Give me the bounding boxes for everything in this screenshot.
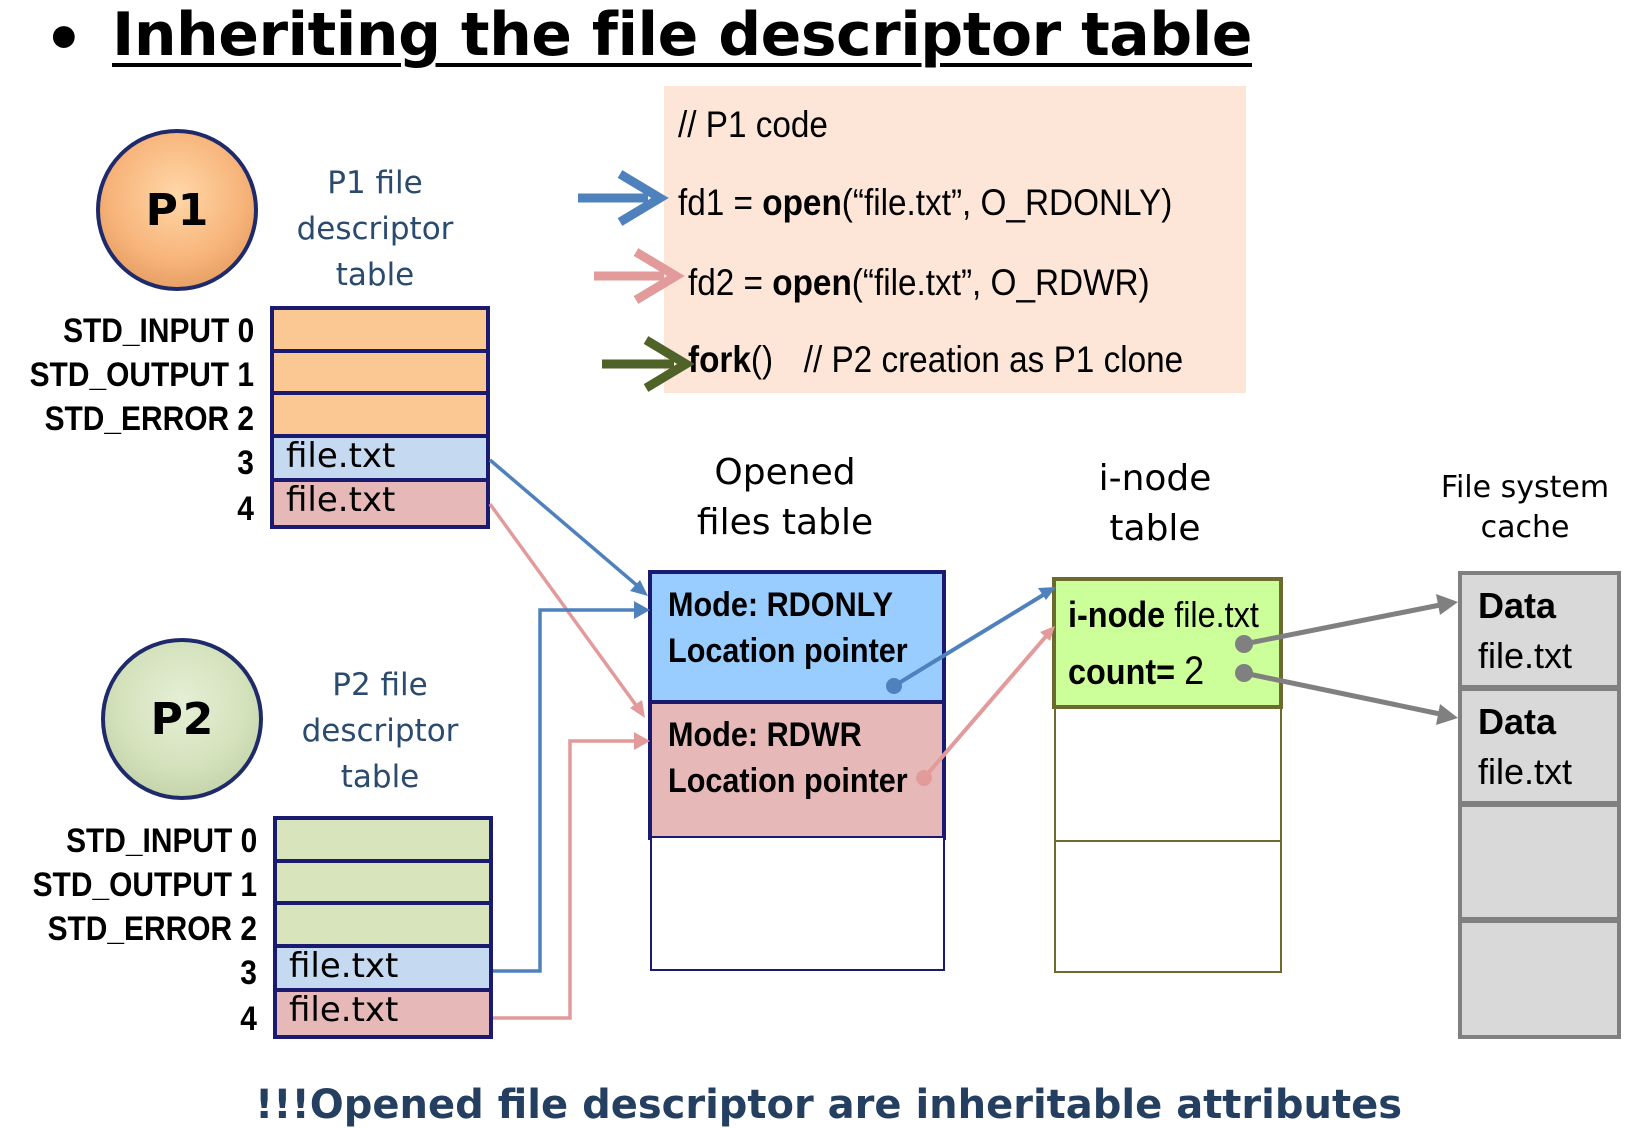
cache-block-title: Data [1478, 585, 1557, 626]
p1-row-label-2: STD_ERROR 2 [44, 400, 254, 438]
p1-code-box [664, 86, 1246, 393]
cache-block-file: file.txt [1478, 751, 1573, 792]
code-line-fork: fork() // P2 creation as P1 clone [688, 339, 1183, 381]
oft-rdonly-mode: Mode: RDONLY [668, 586, 893, 624]
cache-heading: File system cache [1430, 468, 1620, 548]
p2-table-caption: P2 file descriptor table [275, 662, 485, 800]
oft-entry-rdonly: Mode: RDONLY Location pointer [648, 570, 946, 704]
p1-caption-line: P1 file [327, 165, 423, 201]
p1-table-caption: P1 file descriptor table [270, 160, 480, 298]
inode-count-label: count= [1068, 651, 1176, 692]
code-comment: // P1 code [678, 104, 828, 145]
arrow-p1-fd3-to-rdonly [488, 458, 648, 596]
cache-heading-line: cache [1480, 510, 1570, 545]
cache-block-file: file.txt [1478, 635, 1573, 676]
arrow-p2-fd3-to-rdonly [493, 601, 650, 973]
p1-caption-line: table [335, 257, 415, 293]
inode-key: i-node [1068, 594, 1166, 635]
inode-heading-line: i-node [1098, 458, 1212, 499]
inode-heading: i-node table [1030, 454, 1280, 554]
oft-entry-rdwr: Mode: RDWR Location pointer [648, 700, 946, 840]
arrow-p1-fd4-to-rdwr [488, 502, 645, 718]
oft-rdwr-mode: Mode: RDWR [668, 716, 862, 754]
footer-note: !!!Opened file descriptor are inheritabl… [255, 1082, 1403, 1128]
p2-row-label-1: STD_OUTPUT 1 [32, 866, 257, 904]
slide-title: Inheriting the file descriptor table [112, 0, 1253, 70]
p1-row-label-3: 3 [237, 444, 254, 482]
opened-files-heading-line: Opened [714, 452, 856, 493]
p2-fd-row-3: file.txt [273, 944, 493, 992]
code-line1-pre: fd1 = [678, 182, 763, 223]
code-line2-fn: open [772, 262, 852, 303]
process-p2-circle: P2 [101, 638, 263, 800]
inode-file: file.txt [1174, 594, 1259, 635]
p2-row-label-2: STD_ERROR 2 [47, 910, 257, 948]
p2-caption-line: P2 file [332, 667, 428, 703]
oft-rdwr-pointer: Location pointer [668, 762, 908, 800]
p2-caption-line: descriptor [301, 713, 459, 749]
code-line3-comment: // P2 creation as P1 clone [803, 339, 1184, 380]
process-p1-circle: P1 [96, 129, 258, 291]
arrow-inode-to-cache-1 [1235, 594, 1458, 653]
code-line3-fn: fork [688, 339, 751, 380]
p2-fd-row-2 [273, 901, 493, 948]
inode-count-value: 2 [1184, 649, 1205, 693]
p2-row-label-4: 4 [240, 1000, 257, 1038]
inode-empty-row [1054, 840, 1282, 973]
code-line1-fn: open [762, 182, 842, 223]
arrow-p2-fd4-to-rdwr [493, 732, 650, 1020]
arrow-rdonly-to-inode [886, 587, 1056, 694]
cache-block-empty [1458, 919, 1621, 1039]
cache-block-title: Data [1478, 701, 1557, 742]
p1-fd-row-4: file.txt [270, 478, 490, 529]
code-arrow-blue [578, 170, 669, 226]
opened-files-heading: Opened files table [650, 448, 920, 548]
cache-heading-line: File system [1440, 470, 1610, 505]
code-line-open-rdwr: fd2 = open(“file.txt”, O_RDWR) [688, 262, 1150, 304]
p1-caption-line: descriptor [296, 211, 454, 247]
p2-fd-row-4: file.txt [273, 988, 493, 1039]
code-arrow-green [602, 336, 695, 392]
oft-entry-empty [650, 838, 945, 971]
p2-caption-line: table [340, 759, 420, 795]
p1-row-label-4: 4 [237, 490, 254, 528]
p1-row-label-1: STD_OUTPUT 1 [29, 356, 254, 394]
oft-rdonly-pointer: Location pointer [668, 632, 908, 670]
p1-row-label-0: STD_INPUT 0 [62, 312, 254, 350]
opened-files-heading-line: files table [696, 502, 874, 543]
p2-row-label-3: 3 [240, 954, 257, 992]
code-arrow-pink [594, 248, 685, 304]
arrow-rdwr-to-inode [916, 626, 1055, 786]
code-line-open-rdonly: fd1 = open(“file.txt”, O_RDONLY) [678, 182, 1172, 224]
code-line3-args: () [750, 339, 774, 380]
cache-block-empty [1458, 803, 1621, 921]
inode-heading-line: table [1109, 508, 1201, 549]
code-line2-pre: fd2 = [688, 262, 773, 303]
p2-row-label-0: STD_INPUT 0 [65, 822, 257, 860]
code-line1-args: (“file.txt”, O_RDONLY) [841, 182, 1173, 223]
arrow-inode-to-cache-2 [1235, 664, 1458, 725]
code-line2-args: (“file.txt”, O_RDWR) [851, 262, 1150, 303]
title-bullet: • [44, 2, 84, 75]
